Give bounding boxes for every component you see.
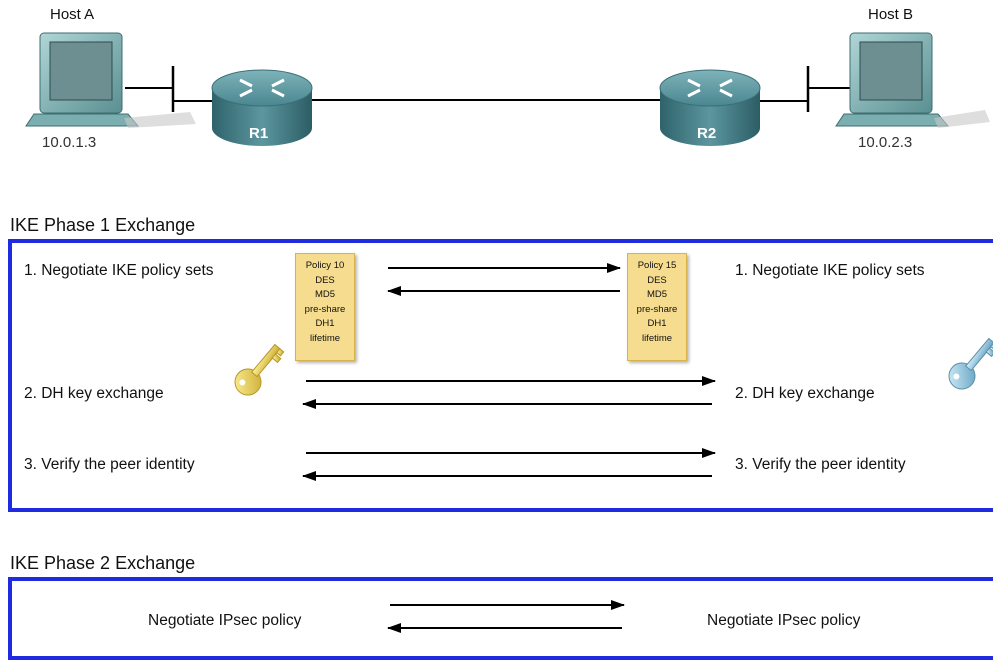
policy-right-line: pre-share [636, 303, 678, 315]
phase2-box [8, 577, 993, 660]
phase1-right-step-3: 3. Verify the peer identity [735, 456, 906, 473]
phase2-left-label: Negotiate IPsec policy [148, 612, 302, 629]
host-a-ip: 10.0.1.3 [42, 134, 97, 151]
host-a-computer-icon [25, 32, 196, 128]
router-r2-label: R2 [697, 125, 717, 142]
host-b-ip: 10.0.2.3 [858, 134, 913, 151]
phase1-right-step-2: 2. DH key exchange [735, 385, 875, 402]
policy-right-line: DES [647, 274, 667, 286]
policy-left-line: MD5 [314, 289, 336, 300]
phase2-right-label: Negotiate IPsec policy [707, 612, 861, 629]
policy-right-line: lifetime [641, 332, 673, 344]
host-a-label: Host A [50, 6, 95, 23]
phase1-title: IKE Phase 1 Exchange [10, 215, 196, 235]
policy-right-line: MD5 [646, 289, 668, 300]
phase2-title: IKE Phase 2 Exchange [10, 553, 196, 573]
policy-right-line: DH1 [647, 318, 667, 329]
policy-left-line: Policy 10 [305, 260, 345, 271]
phase1-left-step-1: 1. Negotiate IKE policy sets [24, 262, 214, 279]
phase1-box [8, 239, 993, 512]
phase1-left-step-2: 2. DH key exchange [24, 385, 164, 402]
phase1-left-step-3: 3. Verify the peer identity [24, 456, 195, 473]
phase1-right-step-1: 1. Negotiate IKE policy sets [735, 262, 925, 279]
router-r1-icon [211, 69, 313, 146]
policy-left-line: lifetime [309, 332, 341, 344]
host-b-computer-icon [835, 32, 990, 128]
policy-left-line: pre-share [304, 303, 346, 315]
policy-left-line: DH1 [315, 318, 335, 329]
policy-note-right: Policy 15 DES MD5 pre-share DH1 lifetime [627, 253, 687, 361]
router-r1-label: R1 [249, 125, 269, 142]
router-r2-icon [659, 69, 761, 146]
host-b-label: Host B [868, 6, 914, 23]
policy-note-left: Policy 10 DES MD5 pre-share DH1 lifetime [295, 253, 355, 361]
key-yellow-icon [234, 343, 285, 396]
policy-right-line: Policy 15 [637, 260, 677, 271]
policy-left-line: DES [315, 274, 335, 286]
key-blue-icon [948, 337, 993, 390]
